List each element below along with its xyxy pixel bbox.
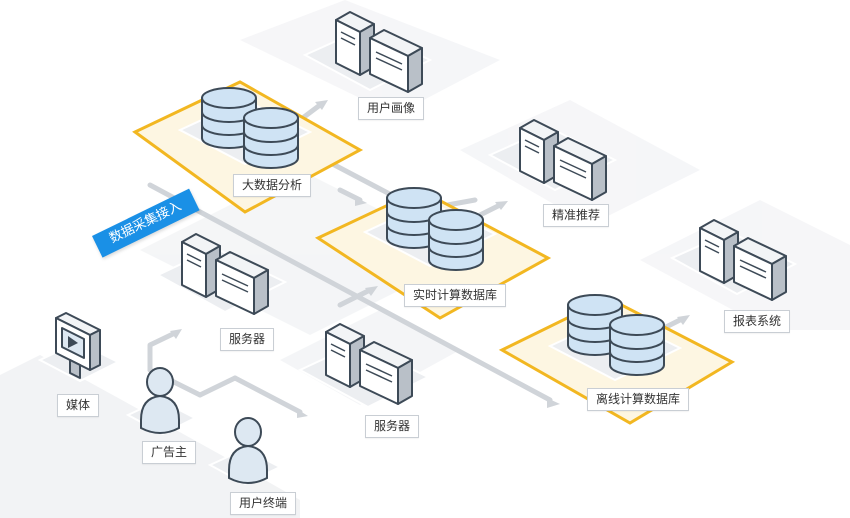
label-advertiser: 广告主	[142, 441, 197, 464]
connector-to-upper-server	[147, 330, 178, 373]
arrow-to-lower-server	[297, 409, 308, 418]
server-icon	[181, 11, 787, 405]
connector-to-lower-server	[232, 375, 303, 415]
label-report-system: 报表系统	[724, 310, 791, 333]
arrow-bigdata-realtime	[355, 197, 367, 206]
arrow-to-offline	[547, 398, 560, 408]
arrow-to-recommend	[495, 201, 508, 210]
label-realtime-db: 实时计算数据库	[404, 284, 507, 307]
label-media: 媒体	[57, 394, 100, 417]
connector-advertiser-line	[197, 375, 238, 398]
label-user-terminal: 用户终端	[230, 492, 297, 515]
label-user-profile: 用户画像	[358, 97, 425, 120]
monitor-icon	[55, 312, 101, 379]
arrow-to-upper-server	[170, 329, 182, 339]
label-precise-recommend: 精准推荐	[543, 204, 610, 227]
arrowheads	[170, 100, 690, 418]
arrow-to-report	[677, 315, 690, 325]
database-icon	[201, 87, 665, 376]
arrow-to-realtime	[365, 286, 378, 296]
label-offline-db: 离线计算数据库	[587, 388, 690, 411]
connector-main-diagonal-1	[147, 182, 553, 403]
label-big-data-analysis: 大数据分析	[233, 174, 312, 197]
connector-server-realtime	[337, 287, 373, 308]
label-server-lower: 服务器	[365, 415, 420, 438]
server-slots	[186, 31, 767, 383]
connector-realtime-recommend	[477, 202, 503, 218]
label-server-upper: 服务器	[220, 328, 275, 351]
arrow-to-profile	[315, 100, 328, 110]
person-icon	[140, 367, 268, 484]
